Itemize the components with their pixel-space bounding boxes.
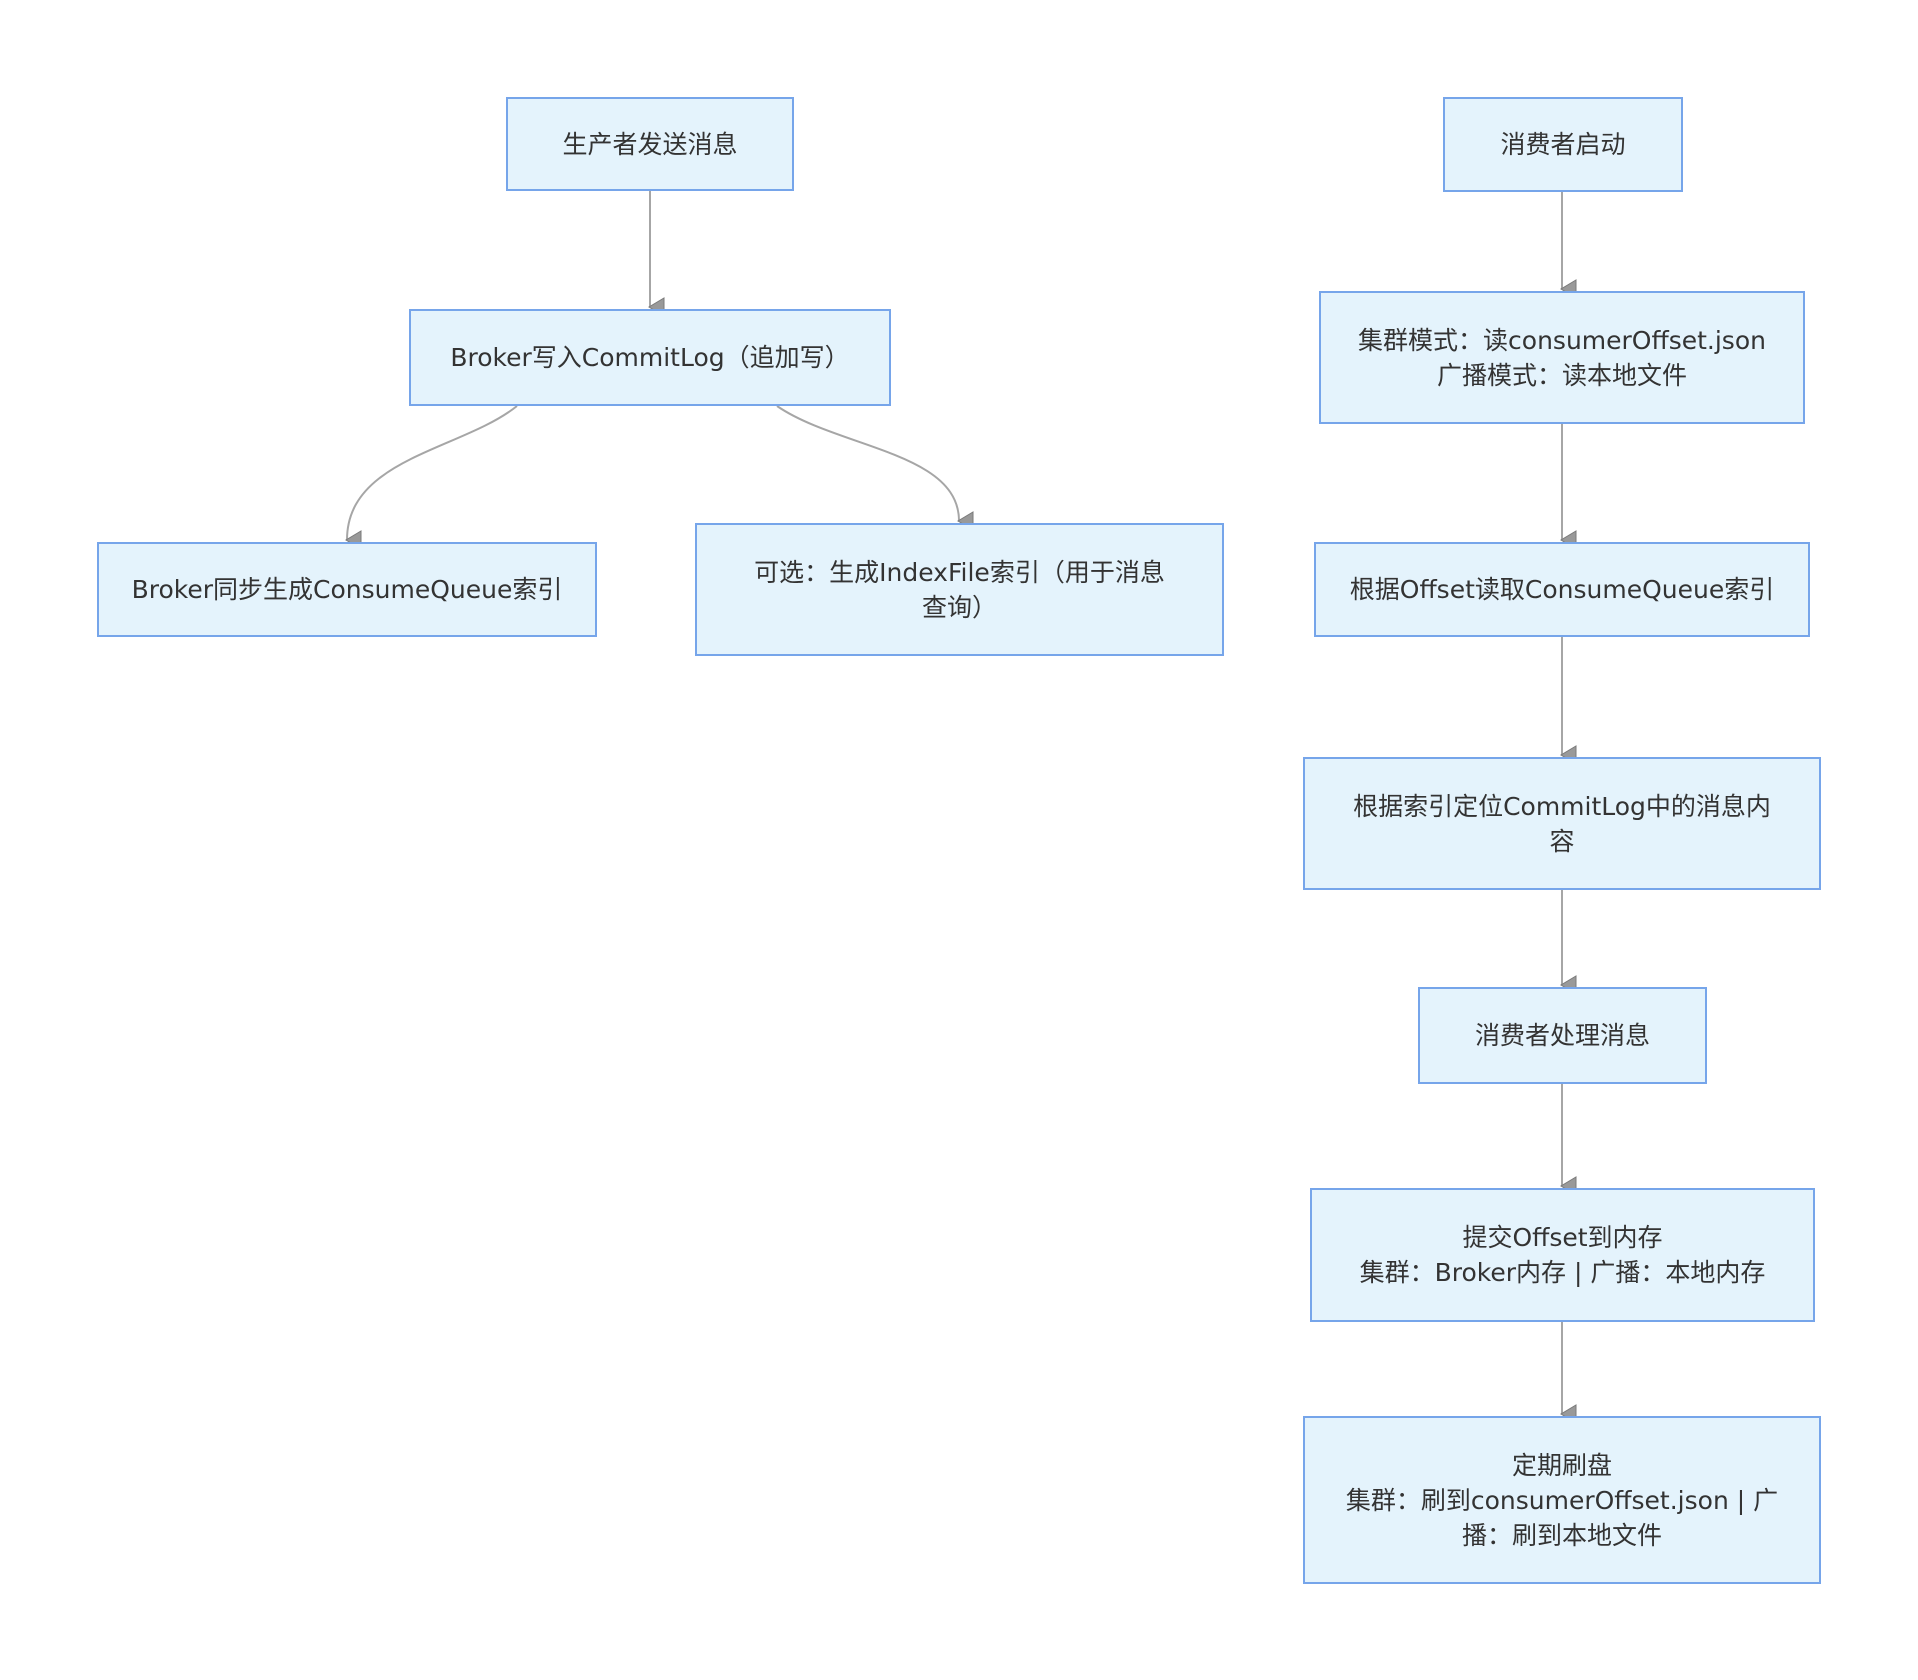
flow-node-label: 根据Offset读取ConsumeQueue索引	[1349, 575, 1775, 604]
flow-node-label: 提交Offset到内存 集群：Broker内存 | 广播：本地内存	[1359, 1223, 1766, 1287]
flow-node-label: 定期刷盘 集群：刷到consumerOffset.json | 广 播：刷到本地…	[1345, 1450, 1779, 1550]
flow-node-label: 生产者发送消息	[562, 129, 738, 159]
flow-node-read-consumequeue: 根据Offset读取ConsumeQueue索引	[1314, 542, 1810, 637]
flow-node-broker-consumequeue: Broker同步生成ConsumeQueue索引	[97, 542, 597, 637]
flow-node-consumer-process: 消费者处理消息	[1418, 987, 1707, 1084]
flow-node-label: 可选：生成IndexFile索引（用于消息 查询）	[754, 557, 1165, 622]
flow-node-label: 消费者启动	[1500, 130, 1626, 159]
flow-node-label: 集群模式：读consumerOffset.json 广播模式：读本地文件	[1358, 325, 1766, 390]
flow-node-consumer-start: 消费者启动	[1443, 97, 1683, 192]
flow-node-label: 根据索引定位CommitLog中的消息内 容	[1353, 791, 1771, 856]
flow-node-label: Broker写入CommitLog（追加写）	[450, 343, 850, 372]
edge-commitlog-to-consumequeue	[345, 405, 518, 550]
flow-node-label: 消费者处理消息	[1474, 1021, 1650, 1050]
flow-node-commit-offset-memory: 提交Offset到内存 集群：Broker内存 | 广播：本地内存	[1310, 1188, 1815, 1322]
flow-node-broker-write-commitlog: Broker写入CommitLog（追加写）	[409, 309, 891, 406]
flow-node-periodic-flush: 定期刷盘 集群：刷到consumerOffset.json | 广 播：刷到本地…	[1303, 1416, 1821, 1584]
flow-node-label: Broker同步生成ConsumeQueue索引	[131, 575, 563, 604]
flow-node-read-offset-source: 集群模式：读consumerOffset.json 广播模式：读本地文件	[1319, 291, 1805, 424]
flow-node-producer-send: 生产者发送消息	[506, 97, 794, 191]
edge-commitlog-to-indexfile	[776, 405, 974, 531]
flow-node-locate-commitlog: 根据索引定位CommitLog中的消息内 容	[1303, 757, 1821, 890]
flow-node-optional-indexfile: 可选：生成IndexFile索引（用于消息 查询）	[695, 523, 1224, 656]
